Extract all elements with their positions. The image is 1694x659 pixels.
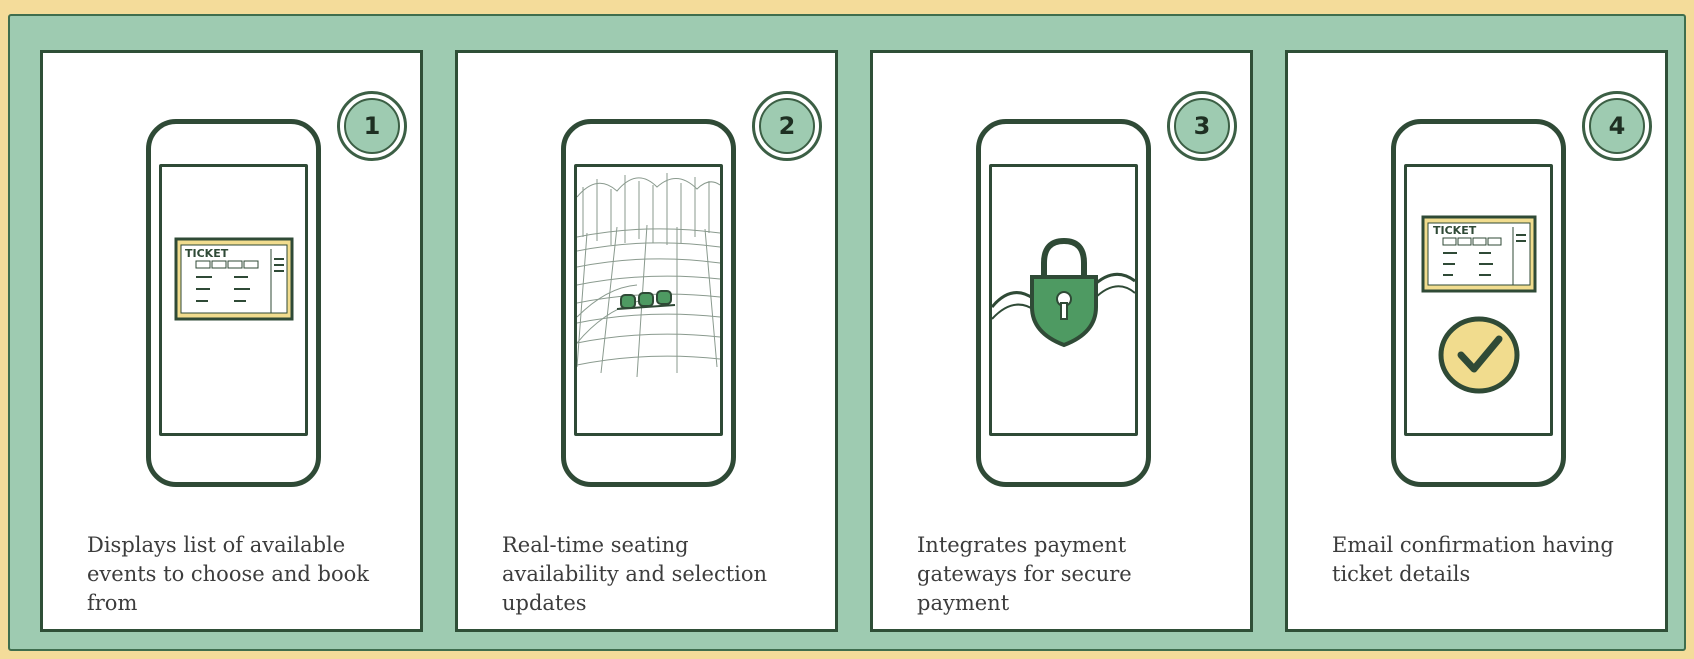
step-caption: Integrates payment gateways for secure p… (917, 531, 1217, 618)
step-card-2: 2 (455, 50, 838, 632)
padlock-icon (992, 167, 1135, 433)
step-card-4: 4 TICKET (1285, 50, 1668, 632)
phone-outline: TICKET (1391, 119, 1566, 487)
ticket-confirmation-illustration: TICKET (1407, 167, 1550, 433)
steps-diagram: 1 TICKET (8, 14, 1686, 651)
phone-outline: TICKET (146, 119, 321, 487)
ticket-list-illustration: TICKET (162, 167, 305, 433)
step-caption: Displays list of available events to cho… (87, 531, 387, 618)
phone-outline (976, 119, 1151, 487)
phone-screen (989, 164, 1138, 436)
step-caption: Email confirmation having ticket details (1332, 531, 1632, 589)
step-number: 2 (759, 98, 815, 154)
step-number-badge: 3 (1167, 91, 1237, 161)
ticket-heading: TICKET (1433, 224, 1477, 237)
phone-outline (561, 119, 736, 487)
step-number: 1 (344, 98, 400, 154)
step-number: 3 (1174, 98, 1230, 154)
phone-screen (574, 164, 723, 436)
step-caption: Real-time seating availability and selec… (502, 531, 802, 618)
ticket-heading: TICKET (185, 247, 229, 260)
stadium-seats-illustration (577, 167, 720, 433)
phone-screen: TICKET (1404, 164, 1553, 436)
checkmark-icon (1441, 319, 1517, 391)
step-number-badge: 2 (752, 91, 822, 161)
step-number-badge: 1 (337, 91, 407, 161)
phone-screen: TICKET (159, 164, 308, 436)
step-number: 4 (1589, 98, 1645, 154)
step-card-1: 1 TICKET (40, 50, 423, 632)
step-number-badge: 4 (1582, 91, 1652, 161)
step-card-3: 3 Integrates payment gateways for secure… (870, 50, 1253, 632)
